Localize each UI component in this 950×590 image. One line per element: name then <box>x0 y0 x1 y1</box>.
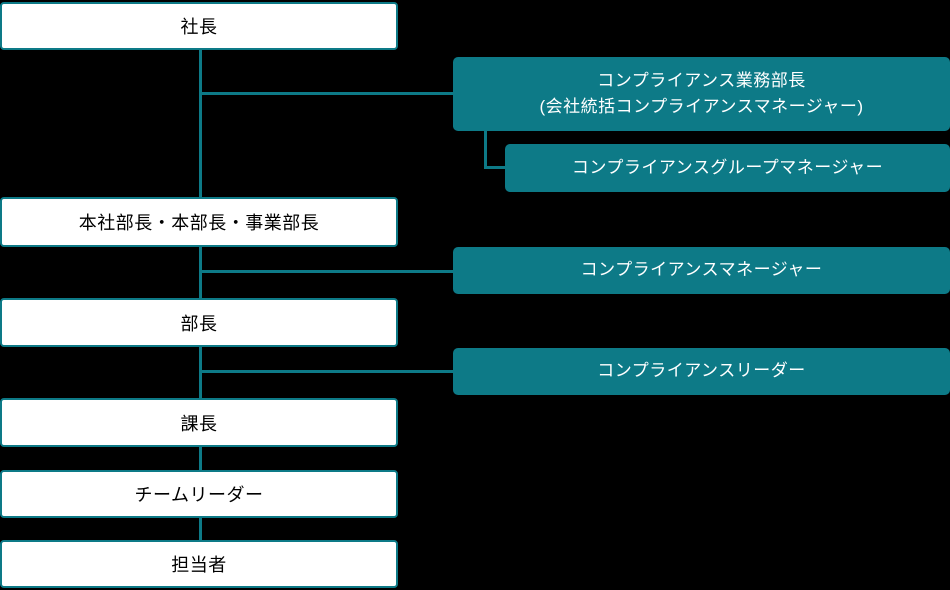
node-team-leader-label: チームリーダー <box>134 485 264 505</box>
node-compliance-leader: コンプライアンスリーダー <box>453 348 950 395</box>
node-hq-directors: 本社部長・本部長・事業部長 <box>0 197 398 247</box>
connector-branch-compliance-leader <box>200 370 453 373</box>
node-compliance-manager-label: コンプライアンスマネージャー <box>580 260 823 280</box>
node-section-chief: 課長 <box>0 398 398 447</box>
node-department-manager-label: 部長 <box>180 313 218 334</box>
connector-team-leader-to-staff <box>199 518 202 540</box>
connector-branch-compliance-director <box>200 92 453 95</box>
node-compliance-operations-director-label-line1: コンプライアンス業務部長 <box>597 70 806 90</box>
node-compliance-operations-director-label-line2: (会社統括コンプライアンスマネージャー) <box>539 97 864 116</box>
node-hq-directors-label: 本社部長・本部長・事業部長 <box>78 213 320 233</box>
connector-branch-compliance-manager <box>200 270 453 273</box>
node-staff-label: 担当者 <box>171 555 227 575</box>
node-compliance-manager: コンプライアンスマネージャー <box>453 247 950 294</box>
node-department-manager: 部長 <box>0 298 398 347</box>
node-compliance-group-manager-label: コンプライアンスグループマネージャー <box>571 157 884 177</box>
node-compliance-group-manager: コンプライアンスグループマネージャー <box>505 144 950 192</box>
connector-elbow-group-manager-horizontal <box>484 166 507 169</box>
node-section-chief-label: 課長 <box>180 413 218 434</box>
node-compliance-operations-director: コンプライアンス業務部長 (会社統括コンプライアンスマネージャー) <box>453 57 950 131</box>
connector-section-chief-to-team-leader <box>199 447 202 470</box>
connector-president-to-hq-directors <box>199 50 202 197</box>
node-staff: 担当者 <box>0 540 398 588</box>
node-team-leader: チームリーダー <box>0 470 398 518</box>
node-president-label: 社長 <box>180 17 218 37</box>
node-president: 社長 <box>0 2 398 50</box>
connector-elbow-group-manager-vertical <box>484 131 487 169</box>
node-compliance-leader-label: コンプライアンスリーダー <box>597 361 806 381</box>
